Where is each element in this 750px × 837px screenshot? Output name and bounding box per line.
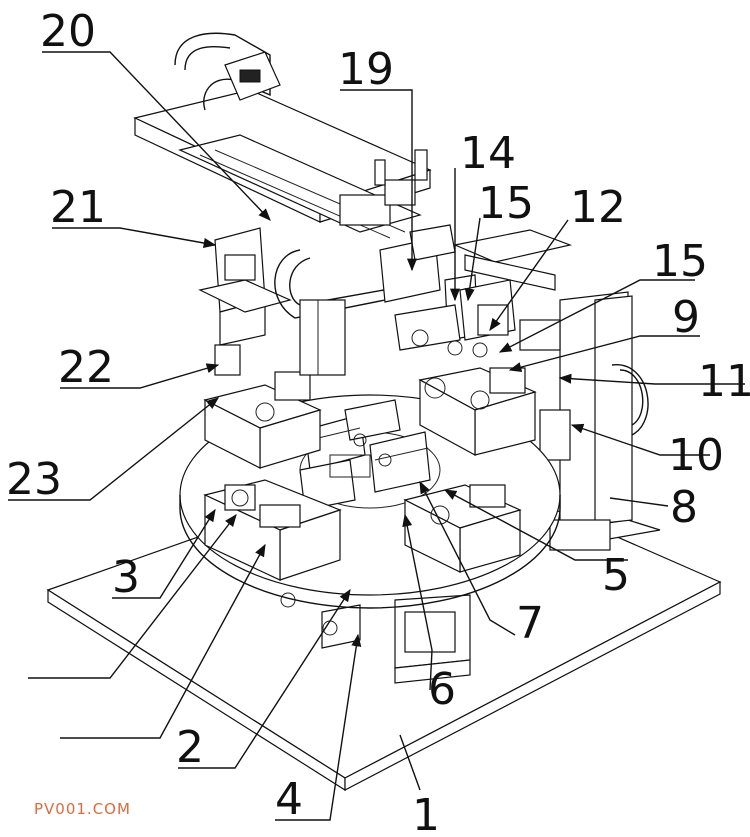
callout-labels: 20 19 14 15 12 15 9 11 10 8 21 22 23 3 2… xyxy=(6,6,750,837)
right-frame xyxy=(519,291,661,551)
callout-4: 4 xyxy=(275,774,303,825)
callout-18: 20 xyxy=(40,6,96,57)
leader-lines xyxy=(8,51,745,821)
callout-19: 21 xyxy=(50,182,106,233)
cable-carrier-top xyxy=(174,32,281,111)
vertical-head-left xyxy=(198,227,292,376)
callout-3: 3 xyxy=(112,552,140,603)
callout-1: 1 xyxy=(412,790,440,837)
callout-14: 15 xyxy=(478,178,534,229)
upper-right-head xyxy=(394,229,573,358)
fixture-back-right xyxy=(418,367,537,457)
callout-2: 2 xyxy=(176,722,204,773)
callout-21: 23 xyxy=(6,454,62,505)
callout-8: 8 xyxy=(670,482,698,533)
callout-6: 6 xyxy=(428,664,456,715)
callout-7: 7 xyxy=(516,598,544,649)
callout-20: 22 xyxy=(58,342,114,393)
callout-15: 15 xyxy=(652,236,708,287)
center-slides xyxy=(299,399,431,511)
callout-9: 9 xyxy=(672,292,700,343)
pedestal xyxy=(280,592,471,684)
callout-13: 14 xyxy=(460,128,516,179)
fixture-back-left xyxy=(203,371,322,469)
upper-gantry xyxy=(133,89,432,239)
callout-10: 10 xyxy=(668,430,724,481)
callout-5: 5 xyxy=(602,550,630,601)
fixture-front-right xyxy=(403,484,522,573)
gantry-column xyxy=(299,299,346,376)
fixture-front-left xyxy=(203,479,342,581)
callout-12: 12 xyxy=(570,182,626,233)
callout-17: 19 xyxy=(338,44,394,95)
watermark: PV001.COM xyxy=(34,800,131,818)
callout-11: 11 xyxy=(698,356,750,407)
